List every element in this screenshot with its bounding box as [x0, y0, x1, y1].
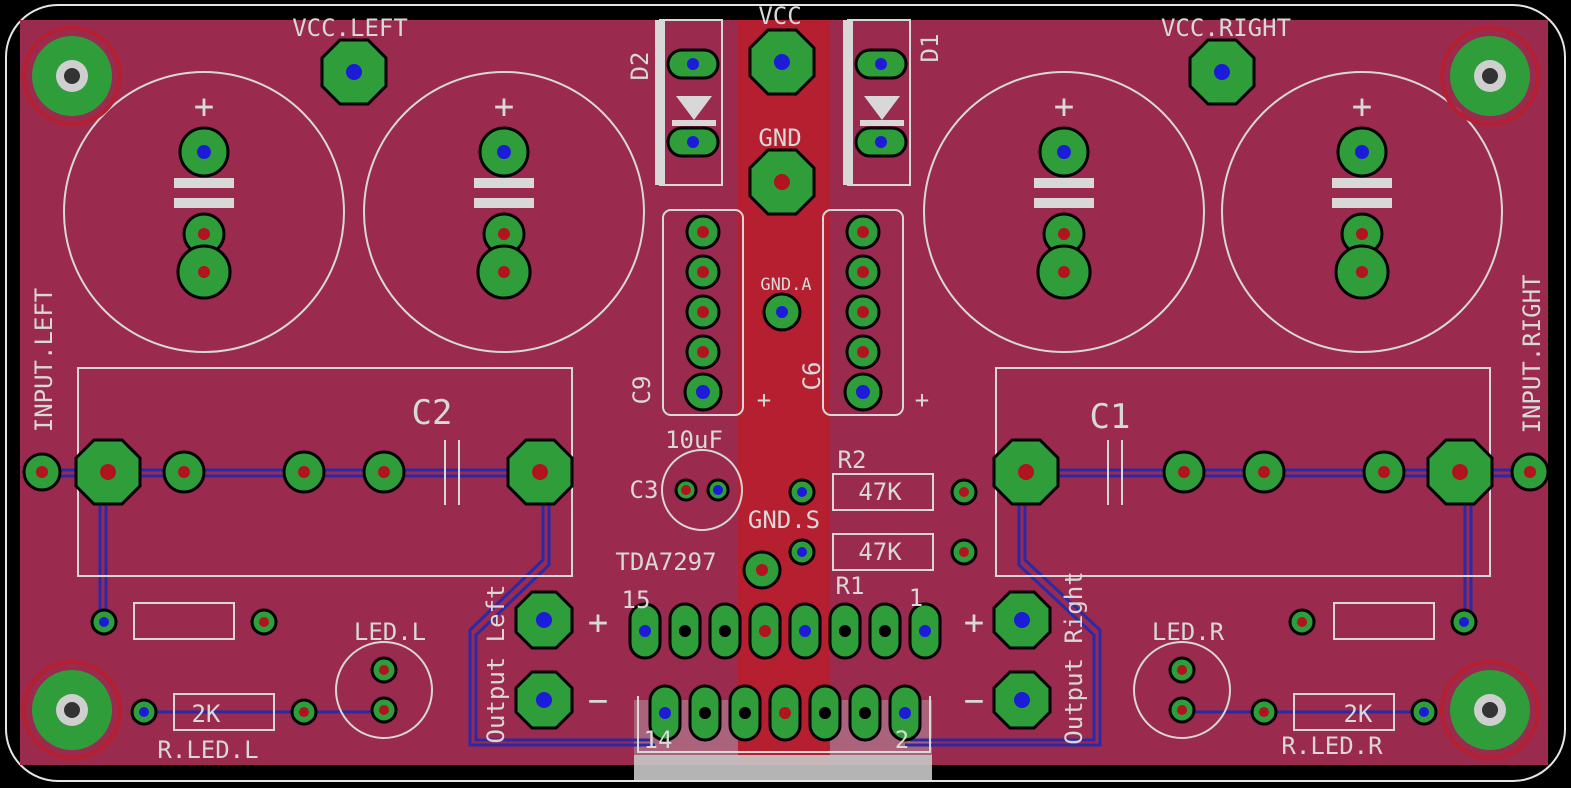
label-r-led-r: R.LED.R	[1281, 732, 1383, 760]
label-vcc: VCC	[758, 2, 801, 30]
label-vcc-left: VCC.LEFT	[292, 14, 408, 42]
label-c1: C1	[1090, 397, 1131, 437]
output-right-plus: +	[964, 603, 984, 643]
label-c3: C3	[630, 476, 659, 504]
silkscreen-labels: VCC.LEFT VCC VCC.RIGHT GND GND.A GND.S D…	[30, 2, 1546, 764]
label-r-led-l: R.LED.L	[157, 736, 258, 764]
label-c9: C9	[628, 376, 656, 405]
label-r2-value: 47K	[858, 478, 902, 506]
octagon-pads	[74, 28, 1494, 730]
label-gnd-a: GND.A	[760, 275, 811, 295]
label-d1: D1	[916, 34, 944, 63]
label-input-left: INPUT.LEFT	[30, 288, 58, 433]
diode-d2	[655, 19, 723, 186]
board-outline	[5, 4, 1566, 782]
polarity-bars	[174, 178, 1392, 208]
output-right-minus: −	[964, 681, 984, 721]
polarity-plus-c6: +	[915, 386, 929, 414]
label-c3-value: 10uF	[665, 426, 723, 454]
label-vcc-right: VCC.RIGHT	[1161, 14, 1291, 42]
label-gnd-s: GND.S	[748, 506, 820, 534]
label-input-right: INPUT.RIGHT	[1518, 275, 1546, 434]
mounting-holes	[22, 26, 1540, 760]
label-output-left: Output Left	[482, 585, 510, 744]
label-pin-2: 2	[895, 726, 909, 754]
polarity-plus-c9: +	[757, 386, 771, 414]
diode-d1	[843, 19, 911, 186]
label-r-led-l-value: 2K	[192, 700, 221, 728]
label-pin-15: 15	[622, 586, 651, 614]
round-pads	[22, 48, 1550, 742]
label-d2: D2	[626, 52, 654, 81]
polarity-plus-1: +	[194, 87, 214, 127]
label-output-right: Output Right	[1060, 571, 1088, 744]
label-r2: R2	[838, 446, 867, 474]
polarity-plus-4: +	[1352, 87, 1372, 127]
label-r1-value: 47K	[858, 538, 902, 566]
label-r1: R1	[836, 572, 865, 600]
label-gnd: GND	[758, 124, 801, 152]
polarity-plus-2: +	[494, 87, 514, 127]
label-pin-14: 14	[644, 726, 673, 754]
label-c6: C6	[798, 362, 826, 391]
label-led-l: LED.L	[354, 618, 426, 646]
label-c2: C2	[412, 393, 453, 433]
output-left-minus: −	[588, 681, 608, 721]
output-left-plus: +	[588, 603, 608, 643]
label-pin-1: 1	[909, 584, 923, 612]
label-led-r: LED.R	[1152, 618, 1225, 646]
label-ic-tda7297: TDA7297	[615, 548, 716, 576]
label-r-led-r-value: 2K	[1344, 700, 1373, 728]
polarity-plus-3: +	[1054, 87, 1074, 127]
drill-holes	[36, 58, 1536, 719]
